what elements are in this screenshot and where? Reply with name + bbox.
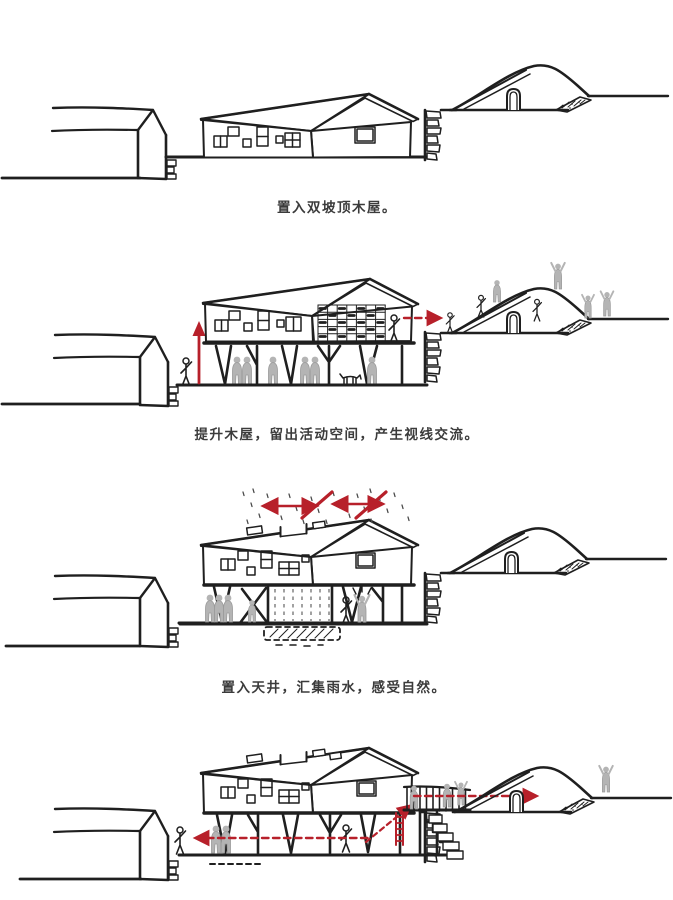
rain-pool	[263, 626, 341, 647]
windows	[214, 310, 302, 332]
joy-rays	[352, 585, 372, 595]
roof-skylights	[245, 748, 343, 764]
roof-skylights	[245, 520, 327, 536]
raised-wood-house	[201, 277, 420, 345]
caption-step-2: 提升木屋，留出活动空间，产生视线交流。	[195, 426, 480, 442]
red-arrow-up	[192, 321, 206, 385]
roof-courtyard-gap	[279, 523, 308, 538]
roof-courtyard-gap	[279, 751, 308, 766]
rain-and-red-arrows	[242, 488, 410, 525]
stairs	[418, 810, 464, 860]
panel-4	[18, 746, 673, 882]
front-wall	[202, 119, 314, 159]
panel-1	[0, 64, 670, 181]
red-slashes	[300, 490, 388, 520]
stilts-and-courtyard-shaft	[212, 584, 404, 625]
windows	[220, 550, 376, 576]
rain-falling-through	[274, 589, 330, 621]
house-with-courtyard	[199, 746, 420, 815]
panel-2	[0, 261, 670, 408]
caption-step-3: 置入天井，汇集雨水，感受自然。	[222, 679, 447, 695]
house-with-courtyard	[199, 518, 420, 587]
louver-screen	[317, 304, 386, 342]
windows	[220, 778, 377, 804]
wood-house	[199, 92, 420, 159]
windows	[213, 126, 376, 148]
panel-3	[4, 488, 668, 649]
caption-step-1: 置入双坡顶木屋。	[277, 199, 397, 215]
red-arrow-up-stairs	[364, 804, 413, 844]
